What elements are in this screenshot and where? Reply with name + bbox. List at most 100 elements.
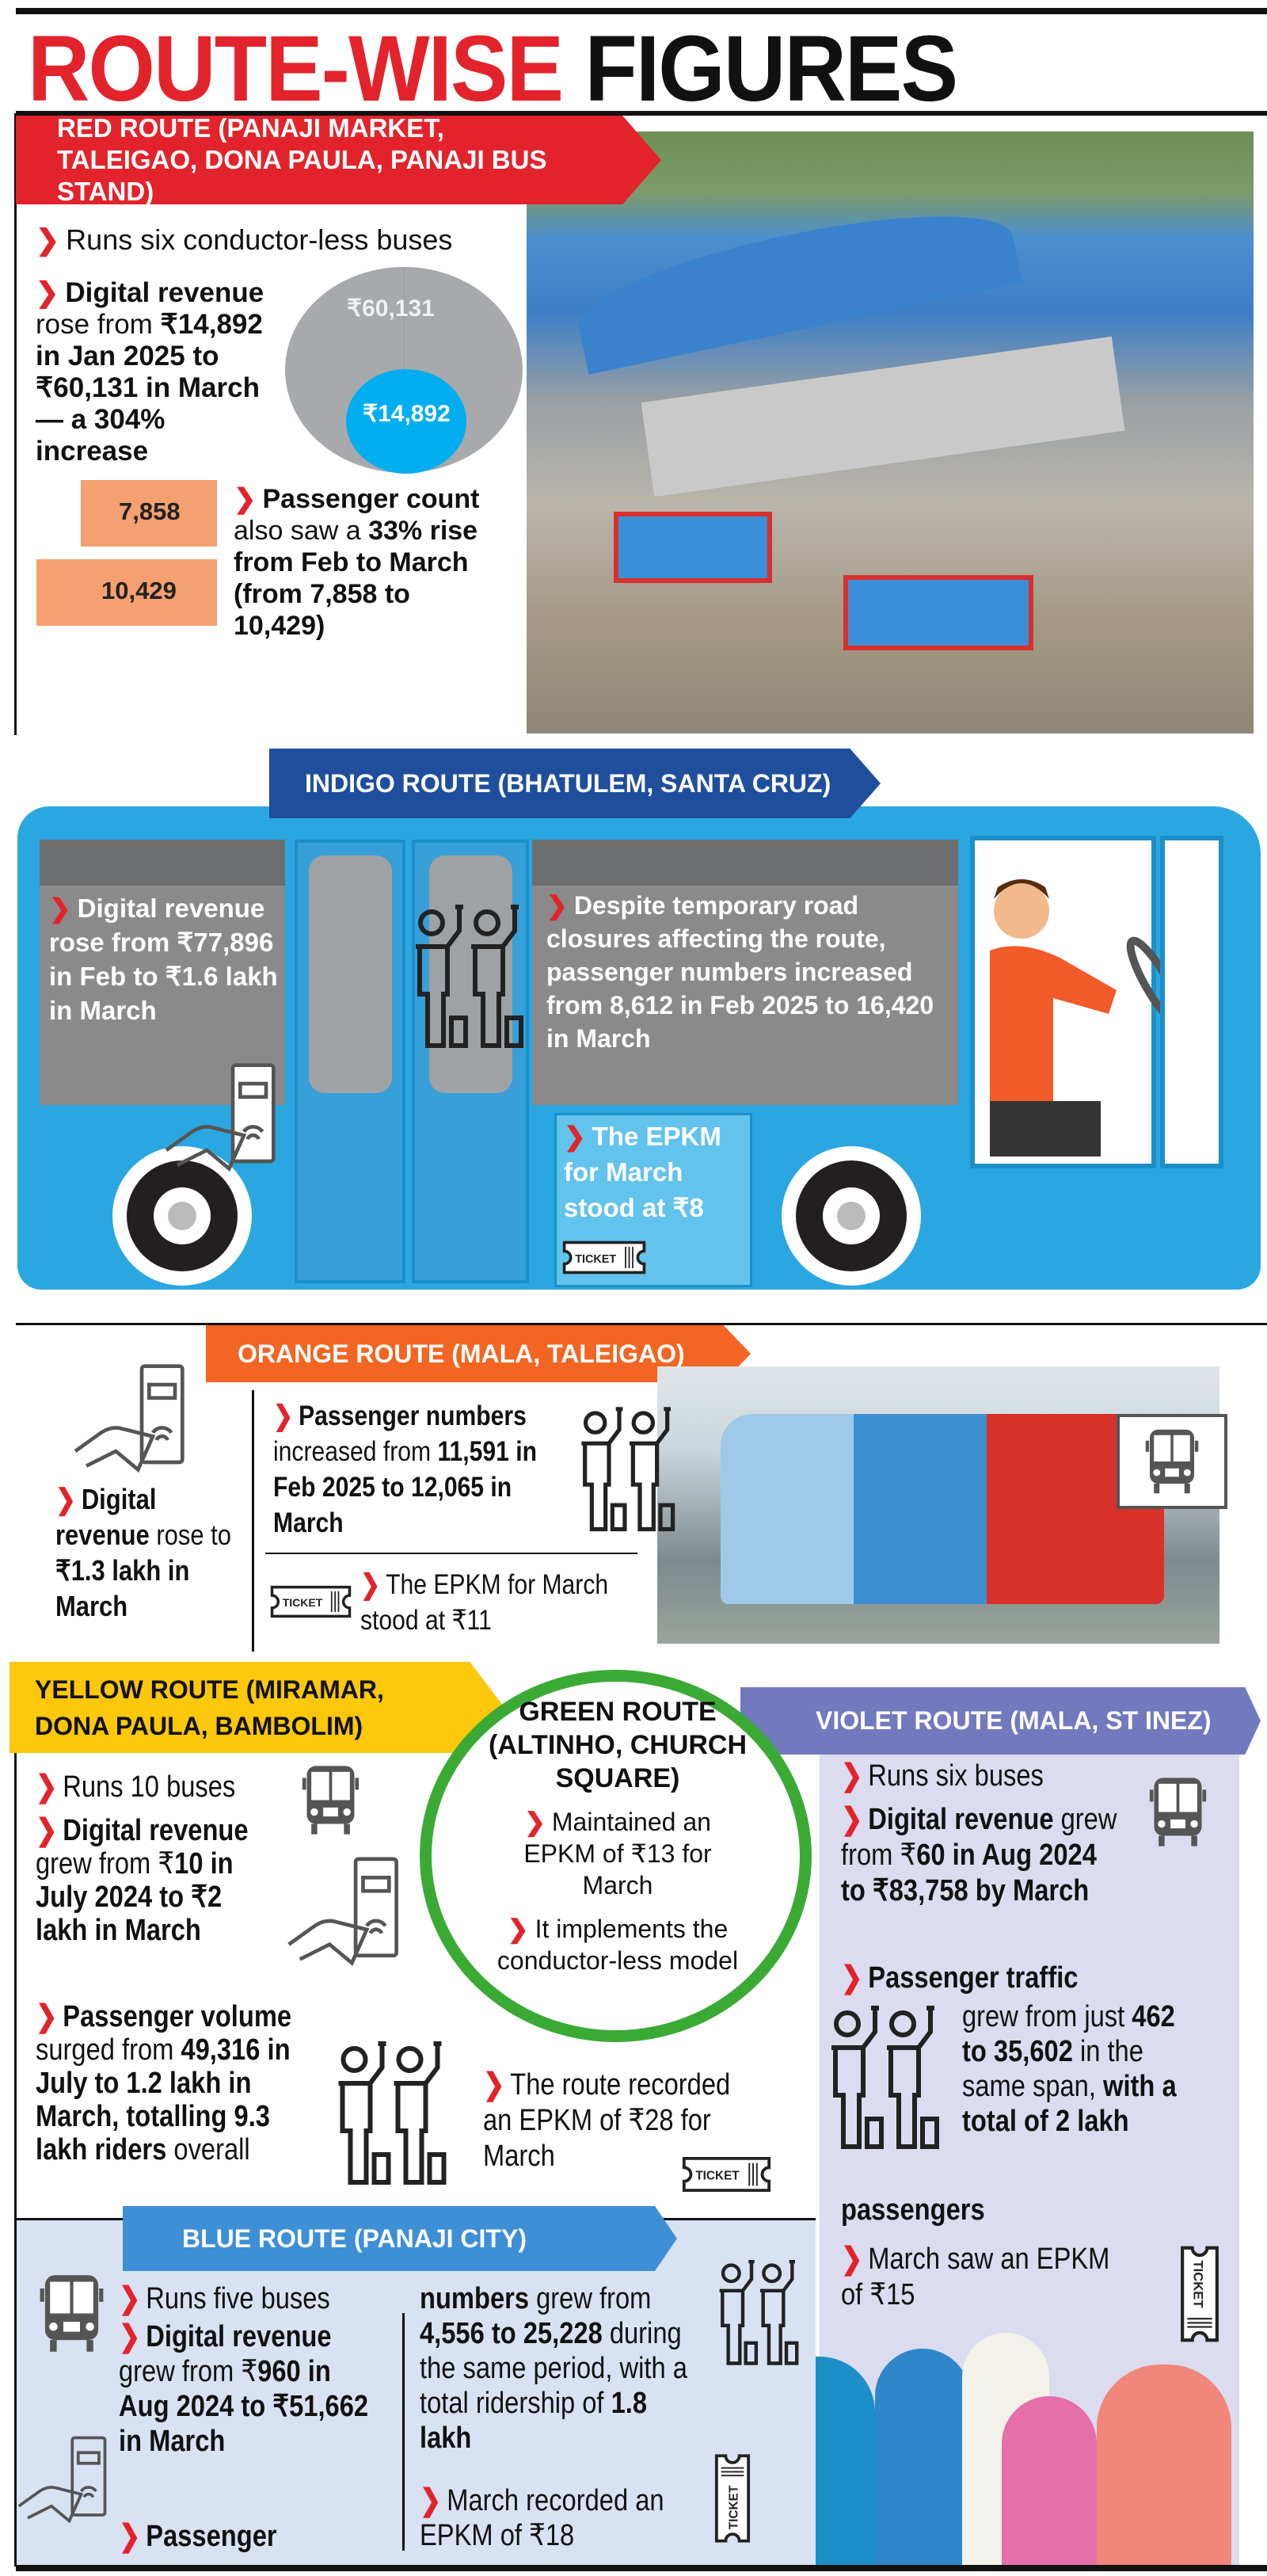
yellow-route-banner: YELLOW ROUTE (MIRAMAR, DONA PAULA, BAMBO… (10, 1662, 504, 1753)
text-segment: March recorded an EPKM of ₹18 (420, 2484, 664, 2552)
text-segment: Digital revenue (868, 1803, 1054, 1836)
svg-text:TICKET: TICKET (695, 2170, 740, 2183)
revenue-circles (285, 267, 523, 474)
title-part1: ROUTE-WISE (28, 17, 564, 121)
text-segment: 960 in Aug 2024 to ₹51,662 in March (119, 2355, 369, 2458)
red-bullet-buses: ❯Runs six conductor-less buses (36, 223, 527, 257)
svg-text:TICKET: TICKET (1191, 2261, 1206, 2308)
feb-passenger-bar (81, 480, 217, 547)
bullet-arrow-icon: ❯ (55, 1483, 76, 1515)
violet-traffic-text: grew from just 462 to 35,602 in the same… (962, 1999, 1187, 2139)
text-segment: increased from (273, 1436, 438, 1467)
text-segment: Despite temporary road closures affectin… (546, 891, 934, 1053)
violet-bullet-revenue: ❯Digital revenue grew from ₹60 in Aug 20… (841, 1802, 1127, 1909)
text-segment: Runs six conductor-less buses (66, 223, 453, 256)
text-segment: 33% rise from Feb to March (from 7,858 t… (234, 516, 478, 641)
svg-text:TICKET: TICKET (283, 1596, 323, 1609)
yellow-route-title: YELLOW ROUTE (MIRAMAR, DONA PAULA, BAMBO… (35, 1675, 384, 1740)
green-route-circle (420, 1670, 812, 2042)
bullet-arrow-icon: ❯ (49, 894, 71, 923)
text-segment: It implements the conductor-less model (497, 1915, 739, 1975)
card-tap-payment-icon (162, 1061, 281, 1172)
ticket-icon: TICKET (713, 2447, 751, 2550)
text-segment: Digital revenue (146, 2320, 332, 2353)
text-segment: with a total of 2 lakh (962, 2070, 1177, 2138)
text-segment: surged from (36, 2033, 181, 2067)
indigo-route-title: INDIGO ROUTE (BHATULEM, SANTA CRUZ) (305, 768, 831, 798)
text-segment: grew from ₹ (36, 1847, 175, 1881)
blue-route-panel (14, 2218, 816, 2566)
orange-bus-photo (657, 1366, 1219, 1644)
svg-text:TICKET: TICKET (728, 2485, 741, 2529)
indigo-route-banner: INDIGO ROUTE (BHATULEM, SANTA CRUZ) (269, 749, 881, 818)
text-segment: Runs six buses (868, 1759, 1044, 1793)
bullet-arrow-icon: ❯ (234, 484, 257, 514)
red-bullet-passengers: ❯Passenger count also saw a 33% rise fro… (234, 483, 503, 642)
text-segment: Digital revenue (65, 277, 264, 308)
bullet-arrow-icon: ❯ (119, 2320, 141, 2353)
orange-epkm-text: ❯The EPKM for March stood at ₹11 (360, 1567, 633, 1638)
red-route-title: RED ROUTE (PANAJI MARKET, TALEIGAO, DONA… (57, 113, 547, 206)
indigo-revenue-text: ❯Digital revenue rose from ₹77,896 in Fe… (49, 891, 279, 1027)
text-segment: 49,316 in July to 1.2 lakh in March, tot… (36, 2033, 291, 2166)
text-segment: The route recorded an EPKM of ₹28 for Ma… (483, 2068, 731, 2173)
title-rule (16, 111, 1267, 113)
blue-epkm-text: ❯March recorded an EPKM of ₹18 (420, 2483, 665, 2553)
bus-icon (38, 2272, 105, 2355)
text-segment: The EPKM for March stood at ₹11 (360, 1569, 609, 1636)
red-route-section (14, 113, 1267, 735)
bullet-arrow-icon: ❯ (841, 2243, 863, 2276)
blue-passenger-head: ❯Passenger (119, 2519, 277, 2555)
orange-passenger-text: ❯Passenger numbers increased from 11,591… (273, 1398, 573, 1541)
bullet-arrow-icon: ❯ (841, 1759, 863, 1793)
text-segment: Passenger numbers (299, 1400, 527, 1431)
yellow-bullet-revenue: ❯Digital revenue grew from ₹10 in July 2… (36, 1814, 261, 1947)
text-segment: 4,556 to 25,228 (420, 2317, 603, 2350)
text-segment: Passenger volume (63, 2000, 292, 2033)
orange-divider-vertical (252, 1390, 254, 1652)
violet-traffic-title: ❯Passenger traffic (841, 1961, 1127, 1996)
orange-revenue-text: ❯Digital revenue rose to ₹1.3 lakh in Ma… (55, 1481, 239, 1624)
card-tap-payment-icon (285, 1854, 404, 1968)
bus-wheel-front (112, 1146, 252, 1286)
march-passenger-label: 10,429 (101, 577, 177, 604)
orange-top-rule (16, 1323, 1267, 1325)
green-route-title: GREEN ROUTE (ALTINHO, CHURCH SQUARE) (488, 1697, 748, 1793)
text-segment: 462 to 35,602 (962, 2000, 1175, 2068)
text-segment: 1.8 lakh (420, 2387, 648, 2455)
violet-passengers-word: passengers (841, 2193, 985, 2227)
card-tap-payment-icon (67, 1362, 194, 1473)
text-segment: grew from just (962, 2000, 1132, 2033)
passengers-icon (828, 2000, 946, 2151)
blue-bullet-revenue: ❯Digital revenue grew from ₹960 in Aug 2… (119, 2319, 384, 2459)
text-segment: Digital revenue rose from ₹77,896 in Feb… (49, 894, 278, 1025)
bullet-arrow-icon: ❯ (119, 2520, 141, 2553)
yellow-bullet-passengers: ❯Passenger volume surged from 49,316 in … (36, 2000, 322, 2166)
card-tap-payment-icon (16, 2432, 111, 2527)
green-bullet-model: ❯It implements the conductor-less model (487, 1913, 748, 1976)
violet-route-title: VIOLET ROUTE (MALA, ST INEZ) (816, 1706, 1212, 1735)
green-bullet-epkm: ❯Maintained an EPKM of ₹13 for March (503, 1806, 732, 1901)
bus-icon (301, 1762, 360, 1838)
indigo-passenger-text: ❯Despite temporary road closures affecti… (546, 889, 954, 1055)
text-segment: grew from ₹ (119, 2355, 258, 2388)
text-segment: March saw an EPKM of ₹15 (841, 2243, 1110, 2311)
top-rule (16, 8, 1267, 14)
violet-epkm-text: ❯March saw an EPKM of ₹15 (841, 2242, 1127, 2313)
orange-route-title: ORANGE ROUTE (MALA, TALEIGAO) (238, 1339, 685, 1368)
text-segment: in the same span, (962, 2035, 1143, 2103)
violet-route-banner: VIOLET ROUTE (MALA, ST INEZ) (740, 1687, 1261, 1755)
text-segment: rose from (36, 309, 161, 340)
title-part2: FIGURES (584, 17, 957, 121)
text-segment: Digital revenue (55, 1483, 157, 1551)
bus-door-window-right (429, 855, 512, 1093)
text-segment: overall (166, 2133, 250, 2166)
blue-passenger-heading: Passenger (146, 2520, 277, 2553)
bullet-arrow-icon: ❯ (420, 2484, 442, 2517)
ticket-icon: TICKET (561, 1240, 648, 1275)
bullet-arrow-icon: ❯ (564, 1122, 586, 1151)
yellow-route-section (14, 1663, 17, 2218)
bullet-arrow-icon: ❯ (841, 1961, 863, 1995)
march-revenue-label: ₹60,131 (347, 295, 435, 322)
yellow-bullet-buses: ❯Runs 10 buses (36, 1770, 281, 1804)
